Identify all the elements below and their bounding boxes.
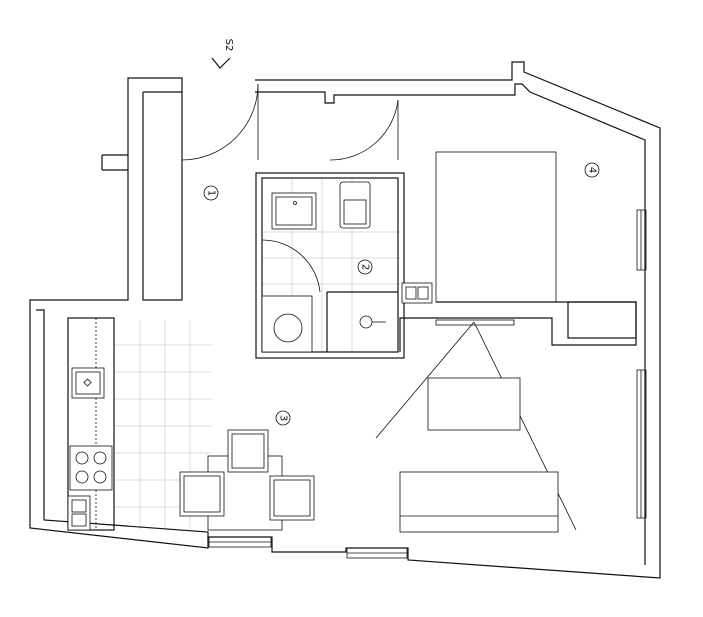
kitchen-counter — [67, 317, 115, 531]
chair-right — [269, 475, 315, 521]
room-label-1: 1 — [203, 185, 219, 201]
fridge — [67, 495, 91, 531]
washing-machine — [261, 295, 313, 353]
coffee-table — [427, 377, 521, 431]
bathroom-walls — [255, 172, 405, 359]
boiler — [401, 282, 433, 304]
toilet — [339, 181, 371, 229]
chair-left — [179, 471, 225, 517]
room-label-2: 2 — [357, 259, 373, 275]
washbasin — [271, 192, 317, 230]
bed — [435, 151, 557, 303]
section-marker-label: S2 — [223, 39, 234, 52]
chair-top — [227, 429, 269, 473]
room-label-4: 4 — [584, 162, 600, 178]
sink — [71, 367, 105, 399]
room-label-1-text: 1 — [206, 190, 217, 196]
room-label-3: 3 — [275, 410, 291, 426]
tv — [375, 319, 577, 531]
wardrobe — [399, 301, 637, 352]
windows — [208, 209, 647, 559]
shower — [359, 315, 386, 329]
outer-walls — [29, 61, 661, 579]
hob — [69, 445, 113, 491]
sofa — [399, 471, 559, 533]
section-marker: S2 — [211, 39, 234, 69]
room-label-4-text: 4 — [587, 167, 598, 173]
room-label-2-text: 2 — [360, 264, 371, 270]
room-label-3-text: 3 — [278, 415, 289, 421]
